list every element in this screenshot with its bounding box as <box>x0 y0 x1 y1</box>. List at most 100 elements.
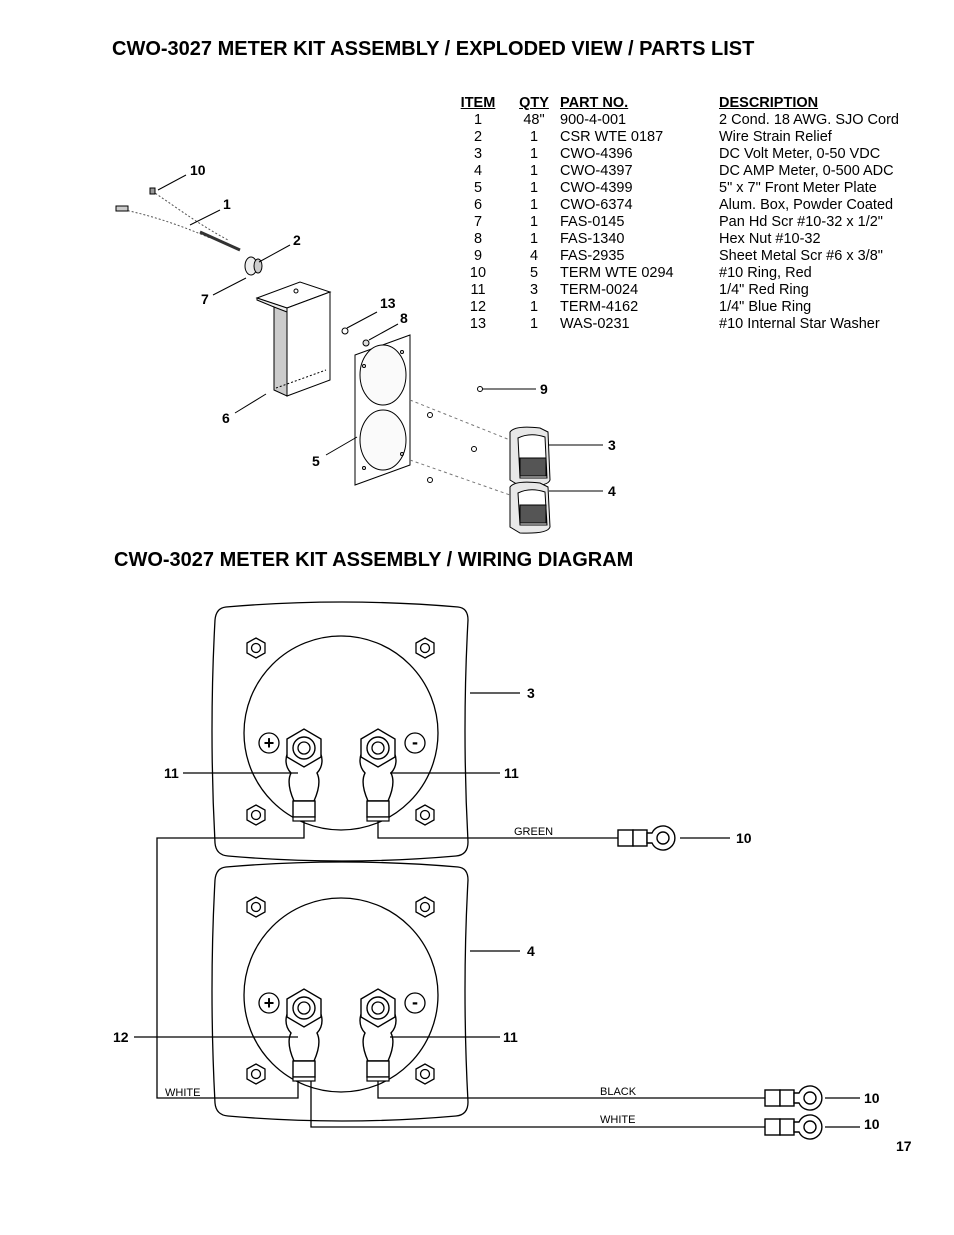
callout-7: 7 <box>201 291 209 307</box>
header-item: ITEM <box>460 95 496 111</box>
bottom-minus-symbol: - <box>412 992 418 1012</box>
callout-13: 13 <box>380 295 396 311</box>
part-qty: 1 <box>529 299 539 315</box>
wiring-callout-11-top-right: 11 <box>504 765 519 781</box>
page-number: 17 <box>896 1138 912 1154</box>
header-qty: QTY <box>519 95 549 111</box>
part-qty: 1 <box>529 214 539 230</box>
part-item: 12 <box>469 299 487 315</box>
wiring-callout-3: 3 <box>527 685 535 701</box>
callout-2: 2 <box>293 232 301 248</box>
wire-label-white-right: WHITE <box>600 1114 635 1126</box>
exploded-view-title: CWO-3027 METER KIT ASSEMBLY / EXPLODED V… <box>112 38 755 60</box>
part-item: 7 <box>473 214 483 230</box>
part-qty: 3 <box>529 282 539 298</box>
header-part-no: PART NO. <box>560 95 629 111</box>
part-qty: 5 <box>529 265 539 281</box>
part-item: 2 <box>473 129 483 145</box>
part-qty: 1 <box>529 231 539 247</box>
parts-table-row: 8 1 FAS-1340 Hex Nut #10-32 <box>448 231 899 248</box>
part-description: Hex Nut #10-32 <box>719 231 821 247</box>
part-qty: 1 <box>529 197 539 213</box>
parts-table-header: ITEM QTY PART NO. DESCRIPTION <box>448 95 899 112</box>
wiring-callout-10-green: 10 <box>736 830 752 846</box>
part-number: 900-4-001 <box>560 112 627 128</box>
wire-label-black: BLACK <box>600 1086 637 1098</box>
part-qty: 1 <box>529 180 539 196</box>
callout-8: 8 <box>400 310 408 326</box>
part-item: 13 <box>469 316 487 332</box>
screws-illustration <box>427 386 483 483</box>
hex-nut-illustration <box>362 339 370 347</box>
part-number: TERM-0024 <box>560 282 639 298</box>
part-description: Sheet Metal Scr #6 x 3/8" <box>719 248 883 264</box>
part-qty: 1 <box>529 129 539 145</box>
parts-table-row: 9 4 FAS-2935 Sheet Metal Scr #6 x 3/8" <box>448 248 899 265</box>
callout-6: 6 <box>222 410 230 426</box>
part-description: 2 Cond. 18 AWG. SJO Cord <box>719 112 899 128</box>
part-qty: 4 <box>529 248 539 264</box>
wire-label-green: GREEN <box>514 826 553 838</box>
callout-1: 1 <box>223 196 231 212</box>
volt-meter-wiring <box>211 601 469 862</box>
wiring-callout-10-white: 10 <box>864 1116 880 1132</box>
part-qty: 1 <box>529 163 539 179</box>
part-description: 1/4" Red Ring <box>719 282 809 298</box>
ring-lug-black <box>764 1085 823 1111</box>
front-plate-illustration <box>354 334 411 486</box>
part-item: 11 <box>470 282 486 298</box>
part-number: TERM-4162 <box>560 299 639 315</box>
part-description: Wire Strain Relief <box>719 129 832 145</box>
part-description: 5" x 7" Front Meter Plate <box>719 180 877 196</box>
part-description: #10 Internal Star Washer <box>719 316 880 332</box>
top-minus-symbol: - <box>412 732 418 752</box>
ring-lug-white <box>764 1114 823 1140</box>
wire-label-white-left: WHITE <box>165 1087 200 1099</box>
part-item: 9 <box>473 248 483 264</box>
part-number: WAS-0231 <box>560 316 630 332</box>
part-description: DC AMP Meter, 0-500 ADC <box>719 163 894 179</box>
wires <box>156 821 765 1128</box>
part-number: FAS-1340 <box>560 231 625 247</box>
part-description: Alum. Box, Powder Coated <box>719 197 894 213</box>
part-qty: 1 <box>529 146 539 162</box>
part-description: #10 Ring, Red <box>719 265 812 281</box>
part-qty: 48" <box>523 112 545 128</box>
parts-table-row: 2 1 CSR WTE 0187 Wire Strain Relief <box>448 129 899 146</box>
parts-table-row: 4 1 CWO-4397 DC AMP Meter, 0-500 ADC <box>448 163 899 180</box>
callout-3: 3 <box>608 437 616 453</box>
wiring-callout-11-top-left: 11 <box>164 765 179 781</box>
part-number: FAS-0145 <box>560 214 625 230</box>
header-description: DESCRIPTION <box>719 95 819 111</box>
exploded-view-illustration: 10 1 2 7 13 8 9 6 5 3 4 <box>115 162 616 534</box>
part-description: 1/4" Blue Ring <box>719 299 812 315</box>
exploded-leader-lines <box>157 174 603 492</box>
part-item: 8 <box>473 231 483 247</box>
part-item: 5 <box>473 180 483 196</box>
wiring-callout-10-black: 10 <box>864 1090 880 1106</box>
wiring-callout-4: 4 <box>527 943 535 959</box>
part-number: CWO-4397 <box>560 163 633 179</box>
part-item: 3 <box>473 146 483 162</box>
callout-4: 4 <box>608 483 616 499</box>
aluminum-box-illustration <box>255 281 332 397</box>
part-number: CSR WTE 0187 <box>560 129 664 145</box>
washer-illustration <box>341 327 349 335</box>
part-number: FAS-2935 <box>560 248 625 264</box>
part-item: 4 <box>473 163 483 179</box>
part-qty: 1 <box>529 316 539 332</box>
wiring-leader-lines <box>134 692 860 1128</box>
wiring-diagram-title: CWO-3027 METER KIT ASSEMBLY / WIRING DIA… <box>114 549 634 571</box>
parts-table-row: 12 1 TERM-4162 1/4" Blue Ring <box>448 299 899 316</box>
part-number: TERM WTE 0294 <box>560 265 674 281</box>
parts-table-row: 11 3 TERM-0024 1/4" Red Ring <box>448 282 899 299</box>
part-number: CWO-4396 <box>560 146 633 162</box>
top-plus-symbol: + <box>264 733 275 753</box>
